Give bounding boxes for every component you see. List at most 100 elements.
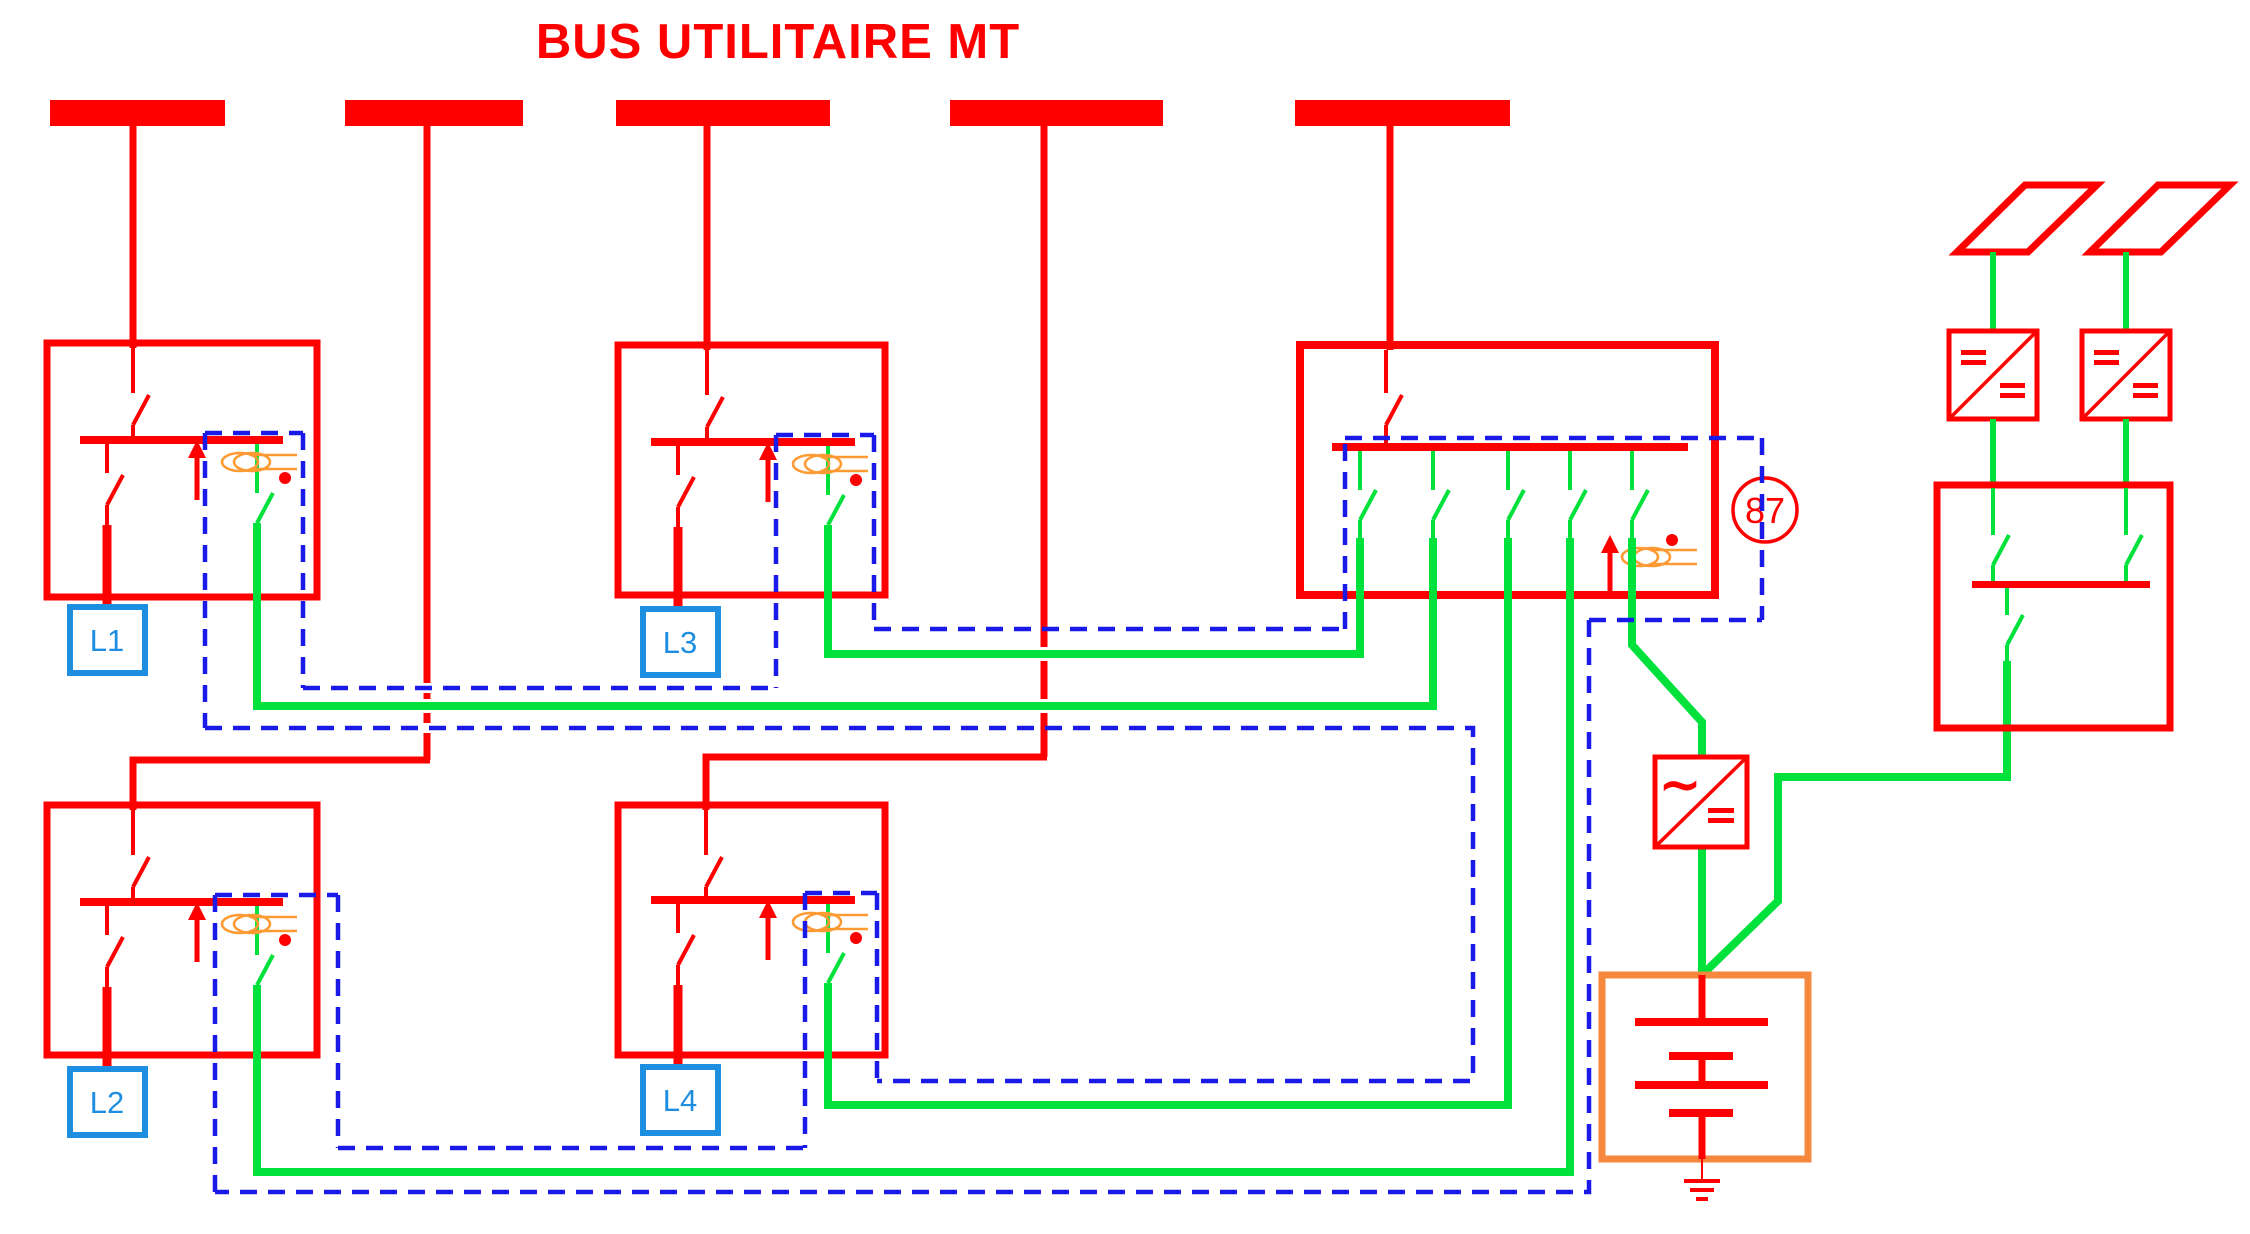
bus-bar-2 (345, 100, 523, 126)
arrow-up-icon (1601, 535, 1619, 553)
current-transformer-l3 (759, 442, 868, 526)
breaker-icon (131, 856, 151, 888)
relay-label: 87 (1745, 490, 1785, 531)
current-transformer-l2 (188, 902, 297, 986)
link-pv-to-battery (1699, 661, 2011, 978)
polarity-dot-icon (279, 472, 291, 484)
pv-system (1933, 181, 2239, 732)
load-label-l4: L4 (663, 1083, 697, 1118)
feeder-line-l2 (129, 125, 431, 810)
mv-bus-bars (50, 100, 1510, 126)
feeder-line-l4 (702, 125, 1048, 810)
disconnector-icon (255, 954, 275, 986)
ct-coil-icon (220, 913, 260, 935)
ct-coil-icon (791, 453, 831, 475)
internal-bus (80, 898, 283, 906)
dc-symbol (2094, 360, 2119, 365)
breaker-icon (105, 474, 125, 506)
solar-panel-icon (1948, 181, 2106, 256)
load-box-l2 (67, 1066, 148, 1138)
dc-symbol (1961, 350, 1986, 355)
pv-cubicle-enclosure (1933, 481, 2174, 732)
breaker-icon (676, 476, 696, 508)
dc-symbol (1961, 360, 1986, 365)
ct-coil-icon (803, 453, 843, 475)
polarity-dot-icon (1666, 534, 1678, 546)
relay-circle (1731, 476, 1799, 544)
disconnector-icon (2124, 534, 2144, 566)
dc-symbol (2133, 383, 2158, 388)
relay-wiring (215, 620, 1592, 1195)
bus-bar-5 (1295, 100, 1510, 126)
inverter-box (1652, 754, 1750, 850)
mv-feeder-lines (129, 125, 1394, 810)
disconnector-icon (1506, 489, 1526, 521)
cubicle-l3-enclosure (614, 341, 889, 599)
inverter-diagonal (1653, 755, 1749, 849)
breaker-icon (704, 856, 724, 888)
disconnector-icon (1358, 489, 1378, 521)
cubicle-l2 (43, 801, 321, 1072)
disconnector-icon (826, 952, 846, 984)
current-transformer-l4 (759, 900, 868, 984)
breaker-icon (131, 394, 151, 426)
battery-icon (1635, 975, 1768, 1159)
load-box-l4 (640, 1064, 721, 1136)
link-l3-to-feeder1 (824, 525, 1364, 658)
link-l2-to-feeder4 (253, 538, 1574, 1176)
ct-secondary-wiring (202, 430, 1765, 1195)
ct-coil-icon (1620, 546, 1660, 568)
dc-dc-converter-icon (1946, 328, 2040, 422)
cubicle-l4-enclosure (614, 801, 889, 1059)
breaker-icon (705, 396, 725, 428)
polarity-dot-icon (279, 934, 291, 946)
dc-symbol (2133, 393, 2158, 398)
internal-bus (80, 436, 283, 444)
battery (1598, 971, 1812, 1201)
bus-bar-3 (616, 100, 830, 126)
link-feeder5-to-inverter (1628, 538, 1706, 757)
breaker-icon (105, 936, 125, 968)
load-box-l3 (640, 606, 721, 678)
outgoing-disconnectors (1358, 451, 1650, 540)
differential-relay-87: 87 (1731, 476, 1799, 544)
dc-symbol (2094, 350, 2119, 355)
load-box-l1 (67, 604, 148, 676)
load-label-l2: L2 (90, 1085, 124, 1120)
disconnector-icon (1630, 489, 1650, 521)
battery-plate-long (1635, 1081, 1768, 1089)
cubicle-l3 (614, 341, 889, 612)
ground-icon (1684, 1159, 1720, 1201)
disconnector-icon (1991, 534, 2011, 566)
diagram-title: BUS UTILITAIRE MT (536, 15, 1020, 69)
cubicle-l2-enclosure (43, 801, 321, 1059)
disconnector-icon (826, 494, 846, 526)
internal-bus (651, 896, 855, 904)
arrow-up-icon (188, 440, 206, 458)
bus-bar-1 (50, 100, 225, 126)
breaker-icon (676, 934, 696, 966)
disconnector-icon (1568, 489, 1588, 521)
disconnector-icon (1431, 489, 1451, 521)
dc-dc-converter-icon (2079, 328, 2173, 422)
arrow-up-icon (759, 442, 777, 460)
current-transformer-l1 (188, 440, 297, 524)
converter-diagonal (2080, 329, 2172, 421)
internal-bus (1332, 443, 1688, 451)
ac-symbol: ~ (1658, 755, 1702, 815)
arrow-up-icon (188, 902, 206, 920)
arrow-up-icon (759, 900, 777, 918)
link-l4-to-feeder3 (824, 538, 1512, 1109)
ct-coil-icon (232, 451, 272, 473)
ac-dc-inverter-icon: ~ (1652, 754, 1750, 850)
breaker-icon (1384, 394, 1404, 426)
load-label-l3: L3 (663, 625, 697, 660)
dc-symbol (1708, 808, 1734, 813)
cubicle-l1-enclosure (43, 339, 321, 601)
current-transformer-incomer (1601, 534, 1697, 592)
link-l1-to-feeder2 (253, 523, 1437, 710)
dc-symbol (2000, 383, 2025, 388)
internal-bus (1972, 581, 2150, 588)
internal-bus (651, 438, 855, 446)
